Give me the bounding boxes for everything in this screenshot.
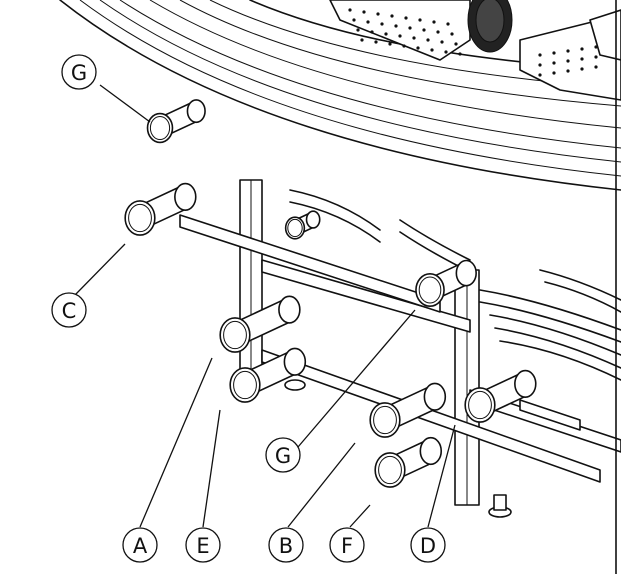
valve-wheel — [467, 0, 513, 53]
callout-f: F — [329, 527, 365, 563]
callout-c-letter: C — [62, 299, 77, 323]
port-a — [219, 295, 301, 353]
callout-c: C — [51, 292, 87, 328]
port-g-top — [146, 99, 206, 144]
port-c — [124, 182, 197, 236]
port-small — [284, 210, 321, 240]
callout-d-letter: D — [420, 534, 436, 558]
callout-b-letter: B — [279, 534, 293, 558]
callout-a: A — [122, 527, 158, 563]
callout-g-top: G — [61, 54, 97, 90]
callout-e: E — [185, 527, 221, 563]
callout-e-letter: E — [196, 534, 209, 558]
port-d — [464, 369, 537, 423]
callout-a-letter: A — [133, 534, 148, 558]
ports — [124, 99, 537, 488]
callout-g-top-letter: G — [71, 61, 87, 85]
port-e — [229, 347, 307, 403]
callout-g-mid: G — [265, 437, 301, 473]
callout-f-letter: F — [341, 534, 353, 558]
callout-d: D — [410, 527, 446, 563]
leaders — [74, 84, 456, 528]
callout-b: B — [268, 527, 304, 563]
callout-g-mid-letter: G — [275, 444, 291, 468]
port-g-mid — [415, 259, 477, 307]
hose-bundle — [289, 189, 621, 381]
port-b — [369, 382, 447, 438]
perforated-plate — [329, 0, 621, 101]
drum-rim — [59, 0, 621, 191]
port-f — [374, 436, 443, 488]
